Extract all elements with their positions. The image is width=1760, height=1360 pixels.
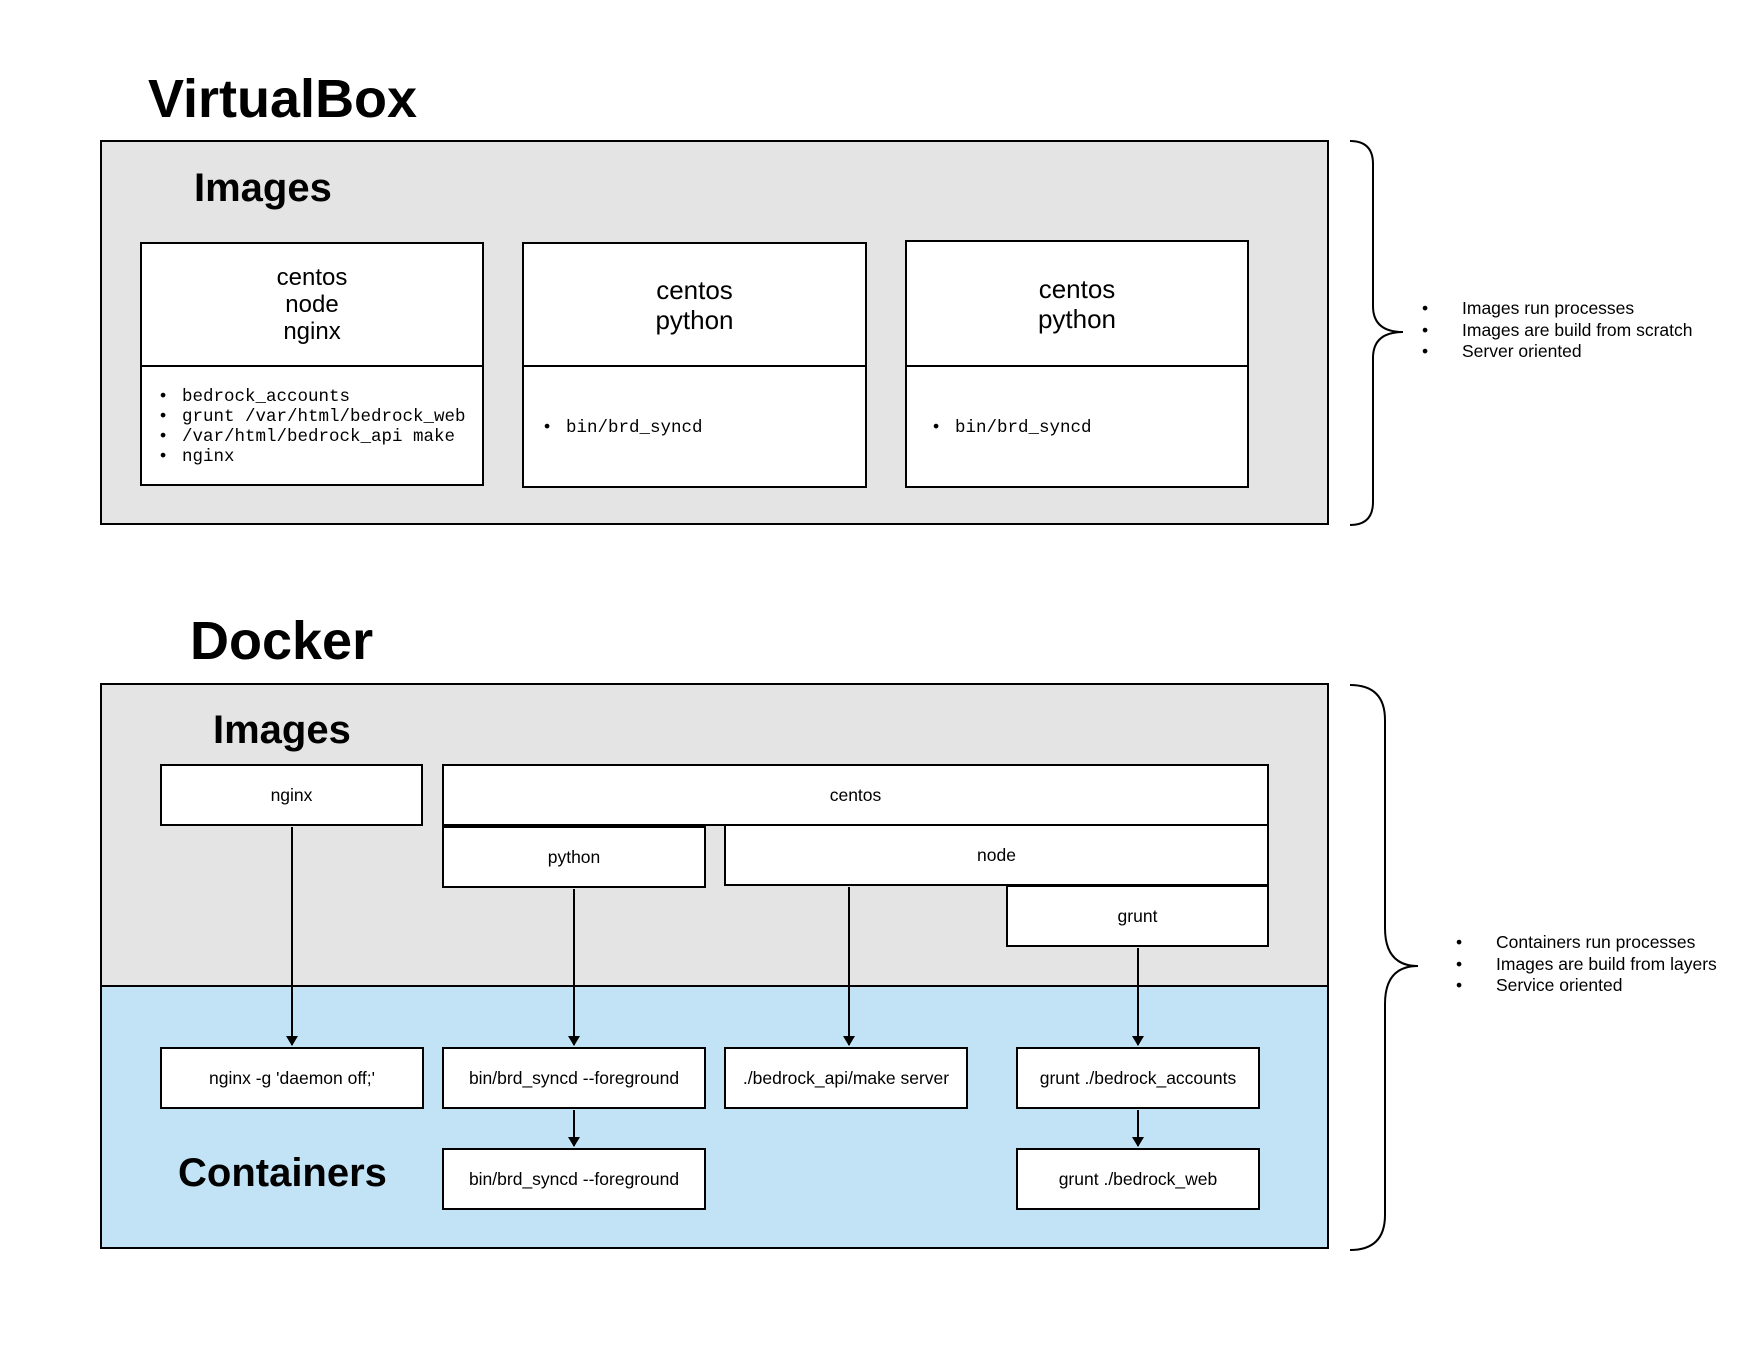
note-item: Images are build from layers [1456,954,1717,976]
image-card-header: centos node nginx [142,244,482,367]
image-nginx: nginx [160,764,423,826]
container-bedrock-accounts: grunt ./bedrock_accounts [1016,1047,1260,1109]
container-bedrock-api: ./bedrock_api/make server [724,1047,968,1109]
virtualbox-image-card-1: centos node nginx bedrock_accounts grunt… [140,242,484,486]
image-card-header: centos python [907,242,1247,367]
process-item: grunt /var/html/bedrock_web [160,406,482,426]
layer-label: centos [276,264,348,291]
image-card-header: centos python [524,244,865,367]
docker-images-label: Images [213,708,351,752]
note-item: Service oriented [1456,975,1717,997]
docker-title: Docker [190,611,374,671]
virtualbox-image-card-3: centos python bin/brd_syncd [905,240,1249,488]
virtualbox-brace [1349,140,1404,526]
process-item: bin/brd_syncd [933,417,1247,437]
layer-label: centos [656,274,733,305]
process-list: bin/brd_syncd [907,367,1247,486]
container-brd-syncd-2: bin/brd_syncd --foreground [442,1148,706,1210]
image-grunt: grunt [1006,885,1269,947]
docker-notes: Containers run processes Images are buil… [1456,932,1717,997]
layer-label: python [655,304,734,335]
layer-label: node [285,291,339,318]
note-item: Containers run processes [1456,932,1717,954]
layer-label: python [1037,303,1117,334]
virtualbox-image-card-2: centos python bin/brd_syncd [522,242,867,488]
process-item: /var/html/bedrock_api make [160,426,482,446]
docker-containers-label: Containers [178,1151,387,1195]
process-item: bin/brd_syncd [544,417,865,437]
virtualbox-notes: Images run processes Images are build fr… [1422,298,1693,363]
note-item: Images run processes [1422,298,1693,320]
virtualbox-title: VirtualBox [148,69,418,129]
image-python: python [442,826,706,888]
note-item: Server oriented [1422,341,1693,363]
layer-label: nginx [283,318,341,345]
container-brd-syncd: bin/brd_syncd --foreground [442,1047,706,1109]
note-item: Images are build from scratch [1422,320,1693,342]
virtualbox-images-label: Images [194,166,332,210]
process-list: bedrock_accounts grunt /var/html/bedrock… [142,367,482,484]
docker-brace [1349,684,1419,1251]
image-node: node [724,824,1269,886]
layer-label: centos [1038,273,1116,304]
process-item: bedrock_accounts [160,386,482,406]
container-nginx: nginx -g 'daemon off;' [160,1047,424,1109]
process-item: nginx [160,446,482,466]
process-list: bin/brd_syncd [524,367,865,486]
container-bedrock-web: grunt ./bedrock_web [1016,1148,1260,1210]
